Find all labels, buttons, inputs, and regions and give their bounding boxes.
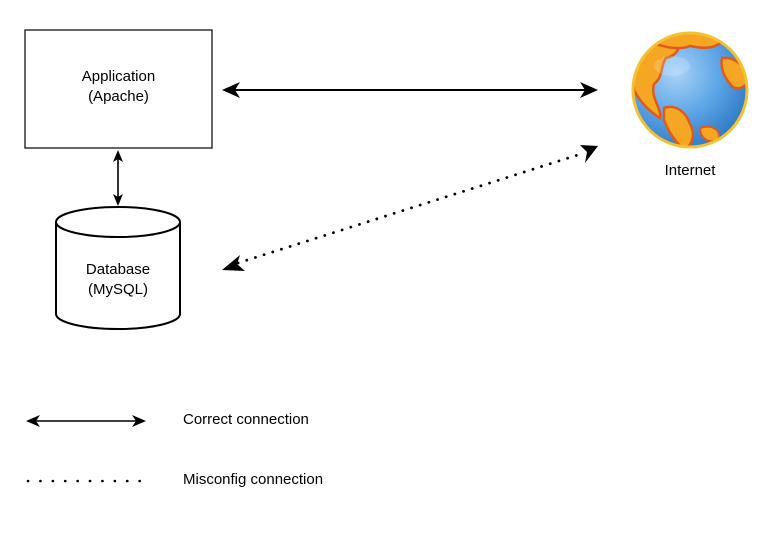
legend-misconfig-label: Misconfig connection	[183, 471, 324, 488]
application-label: Application (Apache)	[25, 67, 212, 107]
database-cylinder	[55, 206, 181, 330]
legend-correct-line	[26, 415, 146, 427]
arrowhead-right	[580, 82, 598, 98]
arrowhead-right	[580, 145, 598, 163]
arrowhead-left	[222, 82, 240, 98]
globe-icon	[631, 31, 749, 149]
database-label: Database (MySQL)	[56, 260, 180, 300]
edge-application-internet	[222, 82, 598, 98]
edge-database-internet	[222, 145, 598, 271]
database-label-line1: Database	[85, 261, 151, 278]
application-label-line2: (Apache)	[88, 88, 149, 105]
legend-correct-label: Correct connection	[183, 411, 309, 428]
arrowhead-left	[222, 255, 245, 271]
application-box	[24, 29, 213, 149]
database-label-line2: (MySQL)	[88, 281, 148, 298]
internet-label: Internet	[664, 162, 716, 179]
edge-application-database	[113, 150, 123, 206]
arrowhead-up	[113, 150, 123, 162]
application-label-line1: Application	[81, 68, 156, 85]
arrowhead-down	[113, 194, 123, 206]
